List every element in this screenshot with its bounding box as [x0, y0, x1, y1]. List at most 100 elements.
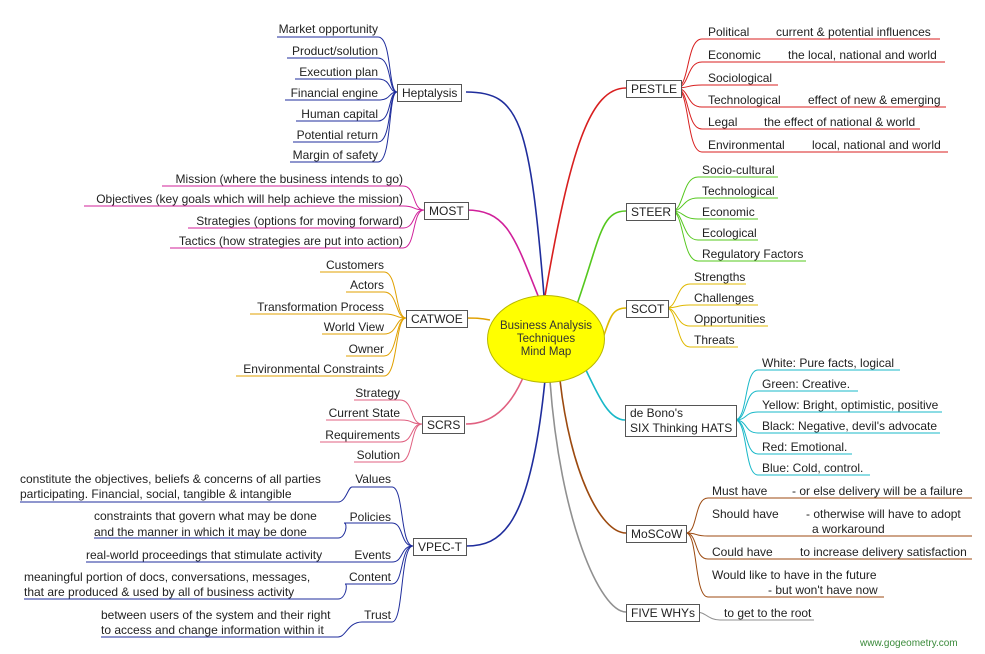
branch-heptalysis [465, 91, 546, 309]
pestle-label[interactable]: Sociological [708, 71, 773, 85]
branch-most [465, 209, 546, 314]
scot-item[interactable]: Threats [694, 333, 735, 347]
catwoe-item[interactable]: Environmental Constraints [243, 362, 384, 376]
branch-steer [574, 210, 627, 311]
most-item[interactable]: Mission (where the business intends to g… [175, 172, 403, 186]
scrs-item[interactable]: Current State [328, 406, 400, 420]
scrs-item[interactable]: Requirements [325, 428, 400, 442]
hats-item[interactable]: White: Pure facts, logical [762, 356, 895, 370]
connector-line [337, 486, 353, 503]
connector-line [391, 522, 414, 547]
connector-line [383, 291, 407, 319]
connector-line [685, 497, 709, 534]
node-six-thinking-hats[interactable]: de Bono's SIX Thinking HATS [625, 405, 738, 437]
connector-line [337, 621, 363, 638]
node-vpec-t[interactable]: VPEC-T [413, 538, 468, 556]
node-moscow[interactable]: MoSCoW [626, 525, 688, 543]
steer-item[interactable]: Regulatory Factors [702, 247, 804, 261]
branch-scrs [465, 372, 526, 425]
node-catwoe[interactable]: CATWOE [406, 310, 468, 328]
heptalysis-item[interactable]: Product/solution [291, 44, 378, 58]
hats-item[interactable]: Red: Emotional. [762, 440, 848, 454]
scot-item[interactable]: Strengths [694, 270, 746, 284]
vpect-label[interactable]: Trust [364, 608, 391, 622]
vpect-label[interactable]: Values [355, 472, 391, 486]
catwoe-item[interactable]: Actors [349, 278, 384, 292]
connector-line [402, 185, 425, 211]
catwoe-item[interactable]: World View [323, 320, 384, 334]
scrs-item[interactable]: Solution [356, 448, 400, 462]
central-topic-line2: Techniques [516, 332, 576, 345]
node-five-whys[interactable]: FIVE WHYs [626, 604, 701, 622]
heptalysis-item[interactable]: Margin of safety [292, 148, 378, 162]
vpect-label[interactable]: Events [354, 548, 391, 562]
node-heptalysis[interactable]: Heptalysis [397, 84, 463, 102]
moscow-desc: - or else delivery will be a failure [792, 484, 963, 498]
pestle-desc: current & potential influences [776, 25, 931, 39]
hats-item[interactable]: Yellow: Bright, optimistic, positive [762, 398, 939, 412]
catwoe-item[interactable]: Transformation Process [257, 300, 384, 314]
hats-item[interactable]: Green: Creative. [762, 377, 851, 391]
node-most[interactable]: MOST [424, 202, 469, 220]
moscow-label[interactable]: Could have [712, 545, 773, 559]
hats-item[interactable]: Black: Negative, devil's advocate [762, 419, 938, 433]
scrs-item[interactable]: Strategy [355, 386, 400, 400]
moscow-label[interactable]: Must have [712, 484, 768, 498]
branch-debono [584, 367, 626, 421]
catwoe-item[interactable]: Owner [348, 342, 384, 356]
connector-line [399, 399, 423, 425]
steer-item[interactable]: Economic [702, 205, 755, 219]
branch-moscow [559, 379, 627, 534]
most-item[interactable]: Objectives (key goals which will help ac… [96, 192, 403, 206]
heptalysis-item[interactable]: Market opportunity [278, 22, 378, 36]
node-steer[interactable]: STEER [626, 203, 677, 221]
connector-line [685, 532, 709, 598]
connector-line [734, 390, 759, 421]
most-item[interactable]: Tactics (how strategies are put into act… [178, 234, 403, 248]
connector-line [377, 78, 398, 93]
branch-vpect [465, 379, 546, 547]
vpect-desc: that are produced & used by all of busin… [24, 585, 295, 599]
connector-line [685, 532, 709, 560]
catwoe-item[interactable]: Customers [325, 258, 384, 272]
branch-catwoe [463, 317, 491, 321]
connector-line [377, 91, 398, 163]
connector-line [402, 205, 425, 211]
hats-item[interactable]: Blue: Cold, control. [762, 461, 864, 475]
connector-line [391, 545, 414, 623]
pestle-label[interactable]: Legal [708, 115, 738, 129]
pestle-label[interactable]: Political [708, 25, 750, 39]
vpect-desc: constraints that govern what may be done [94, 509, 317, 523]
steer-item[interactable]: Technological [702, 184, 775, 198]
vpect-label[interactable]: Policies [349, 510, 391, 524]
pestle-label[interactable]: Economic [708, 48, 761, 62]
vpect-label[interactable]: Content [348, 570, 391, 584]
scot-item[interactable]: Opportunities [694, 312, 766, 326]
pestle-label[interactable]: Technological [708, 93, 781, 107]
pestle-label[interactable]: Environmental [708, 138, 785, 152]
pestle-desc: the effect of national & world [764, 115, 916, 129]
moscow-label[interactable]: Would like to have in the future [712, 568, 877, 582]
five-whys-item[interactable]: to get to the root [724, 606, 812, 620]
heptalysis-item[interactable]: Human capital [301, 107, 378, 121]
six-hats-title-line1: de Bono's [630, 406, 683, 420]
six-hats-title-line2: SIX Thinking HATS [630, 421, 733, 435]
node-pestle[interactable]: PESTLE [626, 80, 683, 98]
connector-line [337, 583, 347, 600]
node-scrs[interactable]: SCRS [422, 416, 466, 434]
steer-item[interactable]: Socio-cultural [702, 163, 775, 177]
most-item[interactable]: Strategies (options for moving forward) [196, 214, 403, 228]
moscow-label[interactable]: Should have [712, 507, 779, 521]
vpect-desc: to access and change information within … [101, 623, 324, 637]
node-scot[interactable]: SCOT [626, 300, 670, 318]
heptalysis-item[interactable]: Financial engine [290, 86, 378, 100]
connector-line [734, 419, 759, 476]
steer-item[interactable]: Ecological [702, 226, 757, 240]
central-topic[interactable]: Business Analysis Techniques Mind Map [487, 295, 605, 383]
connector-line [399, 423, 423, 463]
heptalysis-item[interactable]: Execution plan [299, 65, 378, 79]
scot-item[interactable]: Challenges [694, 291, 755, 305]
connector-line [665, 283, 691, 309]
heptalysis-item[interactable]: Potential return [296, 128, 378, 142]
